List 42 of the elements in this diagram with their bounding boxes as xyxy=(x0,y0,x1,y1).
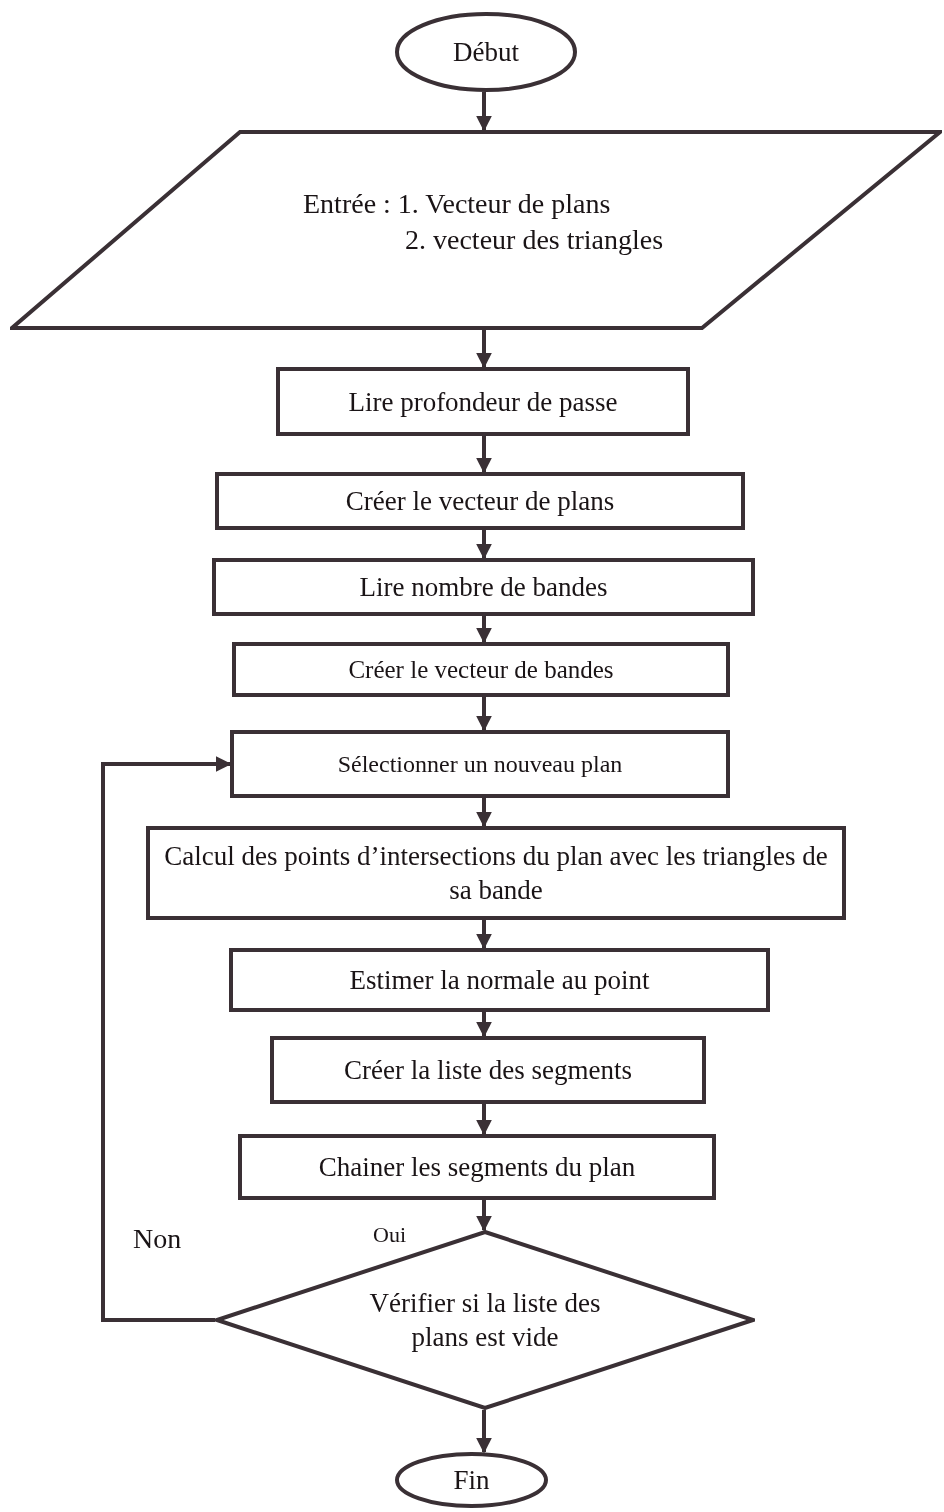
arrow xyxy=(476,616,492,644)
process-box xyxy=(276,367,690,436)
decision-diamond xyxy=(215,1230,755,1410)
node-text: Estimer la normale au point xyxy=(349,964,650,997)
node-text: Entrée : 1. Vecteur de plans xyxy=(303,187,611,221)
node-text: Lire profondeur de passe xyxy=(348,385,618,419)
terminal-oval xyxy=(395,12,577,92)
node-text: Créer le vecteur de bandes xyxy=(348,654,614,685)
node-text: Fin xyxy=(453,1464,490,1497)
process-box xyxy=(238,1134,716,1200)
arrow xyxy=(476,697,492,732)
node-text: Calcul des points d’intersections du plan avec les triangles de sa bande xyxy=(163,840,829,907)
process-box xyxy=(229,948,770,1012)
node-text: Créer la liste des segments xyxy=(344,1054,632,1087)
input-parallelogram xyxy=(10,130,942,330)
node-text: Créer le vecteur de plans xyxy=(345,485,615,518)
node-text: 2. vecteur des triangles xyxy=(405,223,664,257)
process-box xyxy=(215,472,745,530)
arrow xyxy=(476,1104,492,1136)
arrow xyxy=(101,756,232,1322)
arrow xyxy=(476,330,492,369)
terminal-oval xyxy=(395,1452,548,1508)
arrow xyxy=(476,920,492,950)
process-box xyxy=(232,642,730,697)
arrow xyxy=(476,798,492,828)
arrow xyxy=(476,1012,492,1038)
node-text: Chainer les segments du plan xyxy=(318,1151,636,1184)
node-text: Sélectionner un nouveau plan xyxy=(337,750,623,779)
process-box xyxy=(230,730,730,798)
branch-label: Oui xyxy=(373,1221,406,1249)
node-text: Lire nombre de bandes xyxy=(359,571,608,604)
process-box xyxy=(270,1036,706,1104)
arrow xyxy=(476,436,492,474)
process-box xyxy=(146,826,846,920)
process-box xyxy=(212,558,755,616)
node-text: Début xyxy=(453,36,519,69)
arrow xyxy=(476,92,492,132)
arrow xyxy=(476,1200,492,1232)
node-text: Vérifier si la liste des plans est vide xyxy=(368,1287,602,1354)
arrow xyxy=(476,530,492,560)
arrow xyxy=(476,1410,492,1454)
branch-label: Non xyxy=(133,1222,182,1256)
